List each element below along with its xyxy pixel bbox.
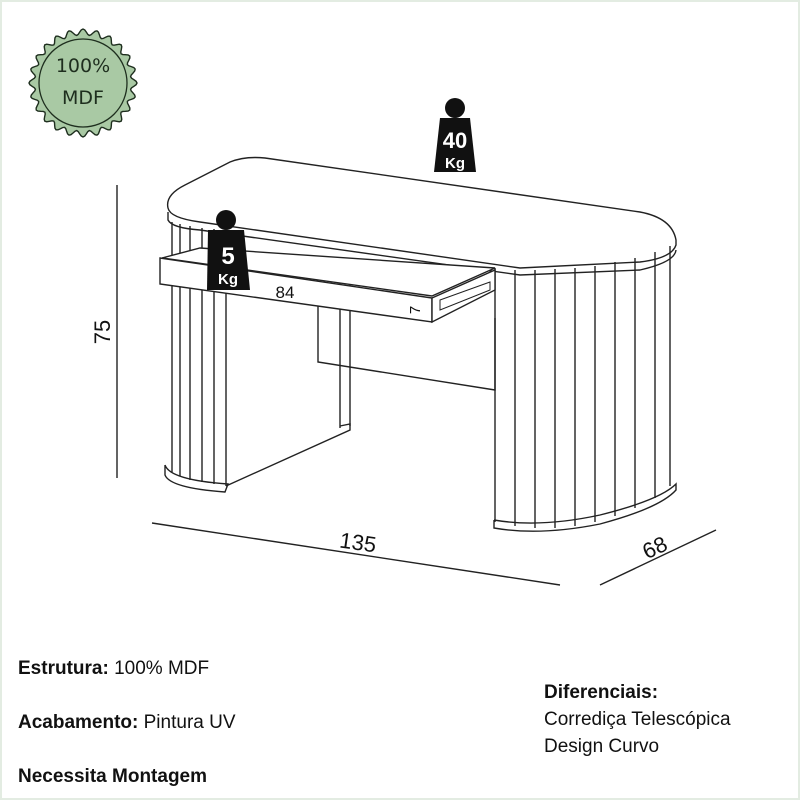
weight-40-value: 40 <box>443 128 467 153</box>
depth-dimension-line <box>599 529 717 586</box>
feature-item: Design Curvo <box>544 736 660 757</box>
badge-line-1: 100% <box>55 55 111 77</box>
weight-5-unit: Kg <box>218 271 238 288</box>
depth-label: 68 <box>638 531 671 564</box>
right-pedestal <box>493 246 677 532</box>
feature-item: Corrediça Telescópica <box>544 709 731 730</box>
weight-40-unit: Kg <box>445 155 465 172</box>
drawer-width-label: 84 <box>276 283 295 302</box>
spec-structure: Estrutura: 100% MDF <box>18 658 210 679</box>
drawer-height-label: 7 <box>407 306 424 314</box>
width-dimension-line <box>151 522 561 586</box>
badge-line-2: MDF <box>62 87 104 109</box>
width-label: 135 <box>338 528 378 558</box>
height-label: 75 <box>90 320 115 344</box>
spec-assembly: Necessita Montagem <box>18 766 208 787</box>
desk-top <box>166 156 677 269</box>
weight-5-value: 5 <box>221 243 234 270</box>
badge-text: 100% MDF <box>28 50 138 114</box>
features-title: Diferenciais: <box>544 682 659 703</box>
spec-finish: Acabamento: Pintura UV <box>18 712 236 733</box>
weight-40kg-icon <box>434 98 476 172</box>
mdf-badge <box>28 28 138 138</box>
weight-5kg-icon <box>207 210 250 290</box>
